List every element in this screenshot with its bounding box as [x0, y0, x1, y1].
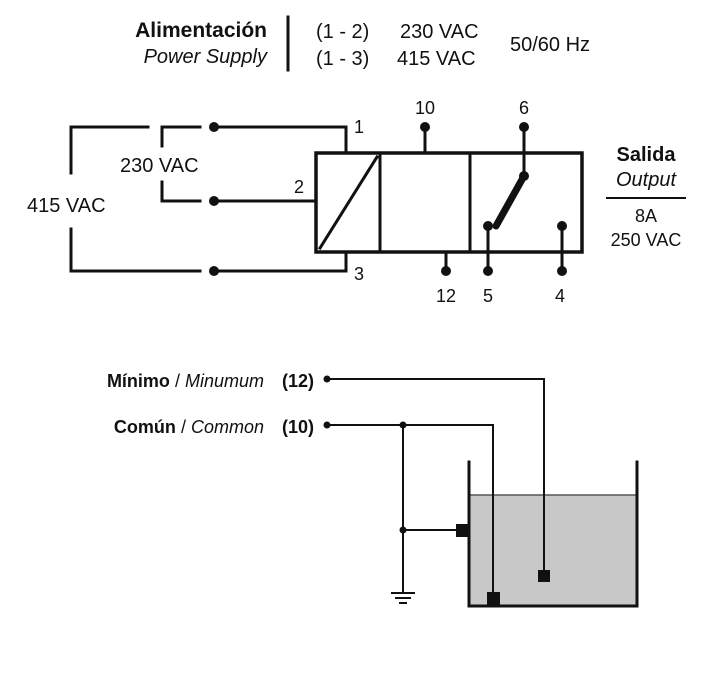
label-terminal-2: 2 [294, 177, 304, 197]
power-supply-row2-terminals: (1 - 3) [316, 48, 369, 70]
probe-common-en: Common [191, 417, 264, 437]
output-label-en: Output [616, 169, 677, 191]
switch-blade [492, 172, 528, 230]
label-terminal-5: 5 [483, 286, 493, 306]
power-supply-label-es: Alimentación [135, 19, 267, 42]
probe-common-label: Común / Common [114, 417, 264, 437]
label-230-vac: 230 VAC [120, 155, 199, 177]
tank [467, 460, 639, 608]
common-probe-electrode [487, 592, 500, 605]
label-terminal-1: 1 [354, 117, 364, 137]
wire-230-bracket-lower [160, 180, 202, 203]
relay-outline [314, 151, 584, 254]
terminal-dot-5 [483, 266, 493, 276]
probe-common-es: Común [114, 417, 176, 437]
output-current: 8A [635, 206, 657, 226]
wire-minimum-probe [327, 378, 545, 575]
wire-415-bracket [69, 125, 150, 175]
probe-labels: Mínimo / Minumum (12) Común / Common (10… [107, 371, 314, 437]
probe-common-terminal: (10) [282, 417, 314, 437]
label-terminal-10: 10 [415, 98, 435, 118]
wire-230-bracket [160, 125, 202, 148]
label-terminal-6: 6 [519, 98, 529, 118]
power-supply-frequency: 50/60 Hz [510, 34, 590, 56]
terminal-dot-6 [519, 122, 529, 132]
power-supply-row1-terminals: (1 - 2) [316, 21, 369, 43]
label-terminal-4: 4 [555, 286, 565, 306]
probe-minimum-en: Minumum [185, 371, 264, 391]
output-block: Salida Output 8A 250 VAC [606, 144, 686, 250]
terminal-dot-4 [557, 266, 567, 276]
probe-minimum-label: Mínimo / Minumum [107, 371, 264, 391]
probe-common-sep: / [181, 417, 186, 437]
power-supply-header: Alimentación Power Supply (1 - 2) 230 VA… [135, 15, 590, 72]
wire-terminal-1 [212, 125, 348, 155]
probe-minimum-sep: / [175, 371, 180, 391]
ground-icon [391, 592, 415, 604]
power-supply-row2-voltage: 415 VAC [397, 48, 476, 70]
output-voltage: 250 VAC [611, 230, 682, 250]
wire-common-probe [327, 424, 494, 595]
label-terminal-12: 12 [436, 286, 456, 306]
label-terminal-3: 3 [354, 264, 364, 284]
terminal-dot-12 [441, 266, 451, 276]
power-supply-label-en: Power Supply [144, 46, 268, 68]
wire-terminal-3 [212, 250, 348, 273]
minimum-probe-electrode [538, 570, 550, 582]
tank-wall-electrode [456, 524, 469, 537]
label-415-vac: 415 VAC [27, 195, 106, 217]
relay-box: 10 6 5 4 12 [314, 98, 584, 306]
power-supply-row1-voltage: 230 VAC [400, 21, 479, 43]
wire-415-bracket-lower [69, 227, 202, 273]
probe-minimum-terminal: (12) [282, 371, 314, 391]
probe-wiring [323, 375, 550, 605]
terminal-dot-10 [420, 122, 430, 132]
coil-symbol [317, 154, 380, 251]
probe-minimum-es: Mínimo [107, 371, 170, 391]
input-wiring: 230 VAC 415 VAC 1 2 3 [27, 117, 364, 284]
tank-liquid [470, 495, 637, 606]
output-label-es: Salida [617, 144, 677, 166]
